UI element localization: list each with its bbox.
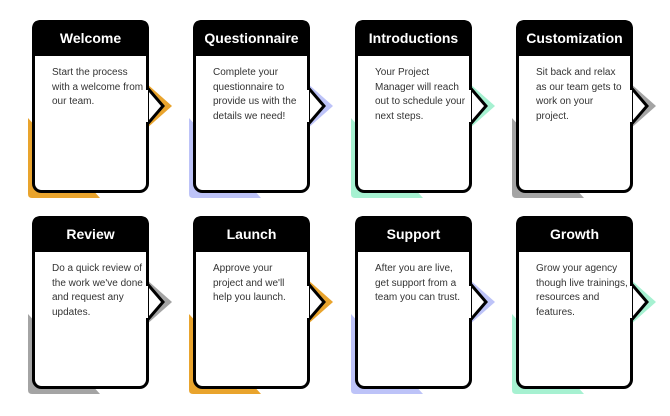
step-card-graphic [28,20,172,198]
step-description: Do a quick review of the work we've done… [52,263,143,318]
step-title: Questionnaire [204,30,299,46]
card-header [193,216,310,252]
card-header [355,20,472,56]
step-card: Questionnaire Complete your questionnair… [189,20,373,220]
step-description: Grow your agency though live trainings, … [536,263,628,318]
step-description: Approve your project and we'll help you … [213,263,286,303]
card-header [516,216,633,252]
step-card: Welcome Start the process with a welcome… [28,20,212,220]
step-card: Review Do a quick review of the work we'… [28,216,212,416]
step-title: Launch [226,226,277,242]
step-card-graphic [189,216,333,394]
step-card: Customization Sit back and relax as our … [512,20,670,220]
card-header [516,20,633,56]
step-title: Introductions [368,30,459,46]
card-header [32,20,149,56]
step-title: Customization [526,30,623,46]
step-title: Review [66,226,115,242]
step-description: After you are live, get support from a t… [375,263,461,303]
card-header [355,216,472,252]
step-card: Launch Approve your project and we'll he… [189,216,373,416]
step-card-graphic [351,20,495,198]
step-card: Support After you are live, get support … [351,216,535,416]
step-description: Sit back and relax as our team gets to w… [536,67,622,122]
step-card-graphic [28,216,172,394]
step-card: Introductions Your Project Manager will … [351,20,535,220]
step-card-graphic [351,216,495,394]
step-title: Growth [550,226,599,242]
step-card-graphic [512,216,656,394]
step-card-graphic [189,20,333,198]
step-description: Complete your questionnaire to provide u… [213,67,297,122]
step-title: Support [386,226,441,242]
step-description: Start the process with a welcome from ou… [52,67,144,107]
step-card-graphic [512,20,656,198]
card-header [32,216,149,252]
card-header [193,20,310,56]
step-title: Welcome [59,30,122,46]
step-card: Growth Grow your agency though live trai… [512,216,670,416]
step-description: Your Project Manager will reach out to s… [375,67,466,122]
